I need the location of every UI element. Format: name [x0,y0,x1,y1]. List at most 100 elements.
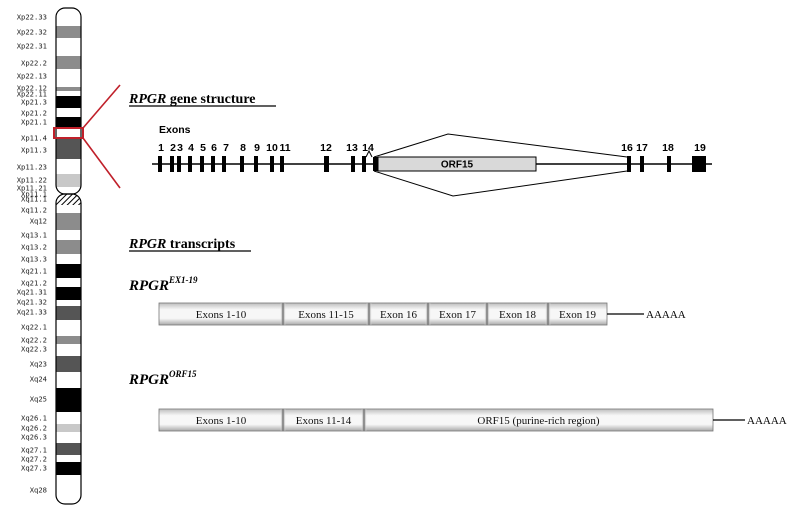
band-label-xp11-21: Xp11.21 [17,184,47,193]
band-xp22-31 [56,38,81,56]
band-label-xq23: Xq23 [30,360,47,369]
band-label-xq13-2: Xq13.2 [21,243,47,252]
band-label-xq21-1: Xq21.1 [21,267,47,276]
exon-11-number: 11 [279,142,290,154]
transcript-orf15-name: RPGRORF15 [128,369,197,388]
band-xq12 [56,213,81,230]
band-xq21-2 [56,278,81,287]
transcript-ex1-19-segments: Exons 1-10 Exons 11-15 Exon 16 Exon 17 Exon … [158,302,608,326]
band-label-xp22-32: Xp22.32 [17,28,47,37]
band-xq26-2 [56,424,81,432]
exon-14-junction-mark [373,157,378,171]
exon-4-number: 4 [188,142,194,154]
band-label-xp22-33: Xp22.33 [17,13,47,22]
band-label-xp22-13: Xp22.13 [17,72,47,81]
band-xp11-4 [56,127,81,139]
band-xp22-11 [56,91,81,96]
band-label-xq24: Xq24 [30,375,47,384]
p-arm [56,8,81,194]
band-label-xq27-1: Xq27.1 [21,446,47,455]
band-xp22-13 [56,69,81,87]
band-xp21-2 [56,108,81,117]
exon-12-number: 12 [320,142,332,154]
orf15-segment-divider [361,409,367,431]
ex1-19-segment-exons-1-10-label: Exons 1-10 [196,309,247,321]
exon-17-mark [640,156,644,172]
exon-marks [158,156,706,172]
orf15-segment-exons-11-14-label: Exons 11-14 [296,415,352,427]
band-xq21-1 [56,264,81,278]
band-label-xq26-3: Xq26.3 [21,433,47,442]
exon-3-mark [177,156,181,172]
band-xp11-23 [56,159,81,174]
band-xq21-31 [56,287,81,300]
band-xq11-2 [56,205,81,213]
exon-7-number: 7 [223,142,229,154]
band-xp11-22 [56,174,81,187]
band-xq22-2 [56,336,81,344]
exon-16-mark [627,156,631,172]
exon-6-mark [211,156,215,172]
exon-9-mark [254,156,258,172]
exon-8-mark [240,156,244,172]
band-label-xq22-3: Xq22.3 [21,345,47,354]
band-labels: Xp22.33Xp22.32Xp22.31Xp22.2Xp22.13Xp22.1… [17,13,47,495]
exon-1-mark [158,156,162,172]
band-label-xp21-3: Xp21.3 [21,98,47,107]
band-xq25 [56,388,81,412]
ex1-19-segment-exon-18-label: Exon 18 [499,309,536,321]
band-xp11-3 [56,139,81,159]
ex1-19-segment-divider [545,303,551,325]
exon-5-mark [200,156,204,172]
band-label-xp21-1: Xp21.1 [21,118,47,127]
band-label-xq21-33: Xq21.33 [17,308,47,317]
exon-1-number: 1 [158,142,164,154]
band-xq28 [56,475,81,504]
ex1-19-segment-divider [425,303,431,325]
orf15-segment-exons-1-10-label: Exons 1-10 [196,415,247,427]
transcript-ex1-19-name: RPGREX1-19 [128,275,198,294]
band-xq24 [56,372,81,388]
band-xq13-2 [56,240,81,254]
exon-2-number: 2 [170,142,176,154]
ex1-19-segment-exons-11-15-label: Exons 11-15 [298,309,354,321]
ex1-19-segment-exon-17-label: Exon 17 [439,309,476,321]
transcripts-title: RPGR transcripts [128,237,236,252]
exon-9-number: 9 [254,142,260,154]
exon-16-number: 16 [621,142,633,154]
zoom-line-top [82,84,121,129]
band-label-xp11-1: Xp11.1 [21,190,47,199]
exon-7-mark [222,156,226,172]
exon-2-mark [170,156,174,172]
xp11-4-highlight-box [53,127,84,139]
exon-13-mark [351,156,355,172]
exon-10-mark [270,156,274,172]
band-xq27-1 [56,443,81,455]
band-xq23 [56,356,81,372]
band-xq26-1 [56,412,81,424]
band-xq22-3 [56,344,81,356]
exon-4-mark [188,156,192,172]
ex1-19-segment-exon-19-label: Exon 19 [559,309,596,321]
band-label-xq26-1: Xq26.1 [21,414,47,423]
band-xq21-33 [56,306,81,320]
exon-18-mark [667,156,671,172]
ex1-19-segment-divider [280,303,286,325]
exon-14-number: 14 [362,142,374,154]
splice-line-bottom [373,170,628,197]
ex1-19-segment-exon-16-label: Exon 16 [380,309,417,321]
band-xq11-1 [56,194,81,205]
exon-5-number: 5 [200,142,206,154]
band-xp22-32 [56,26,81,38]
q-arm-outline [55,193,82,505]
band-label-xq27-3: Xq27.3 [21,464,47,473]
band-xq27-2 [56,455,81,462]
exon-11-mark [280,156,284,172]
band-label-xp21-2: Xp21.2 [21,109,47,118]
ex1-19-segment-divider [484,303,490,325]
exon-13-number: 13 [346,142,358,154]
